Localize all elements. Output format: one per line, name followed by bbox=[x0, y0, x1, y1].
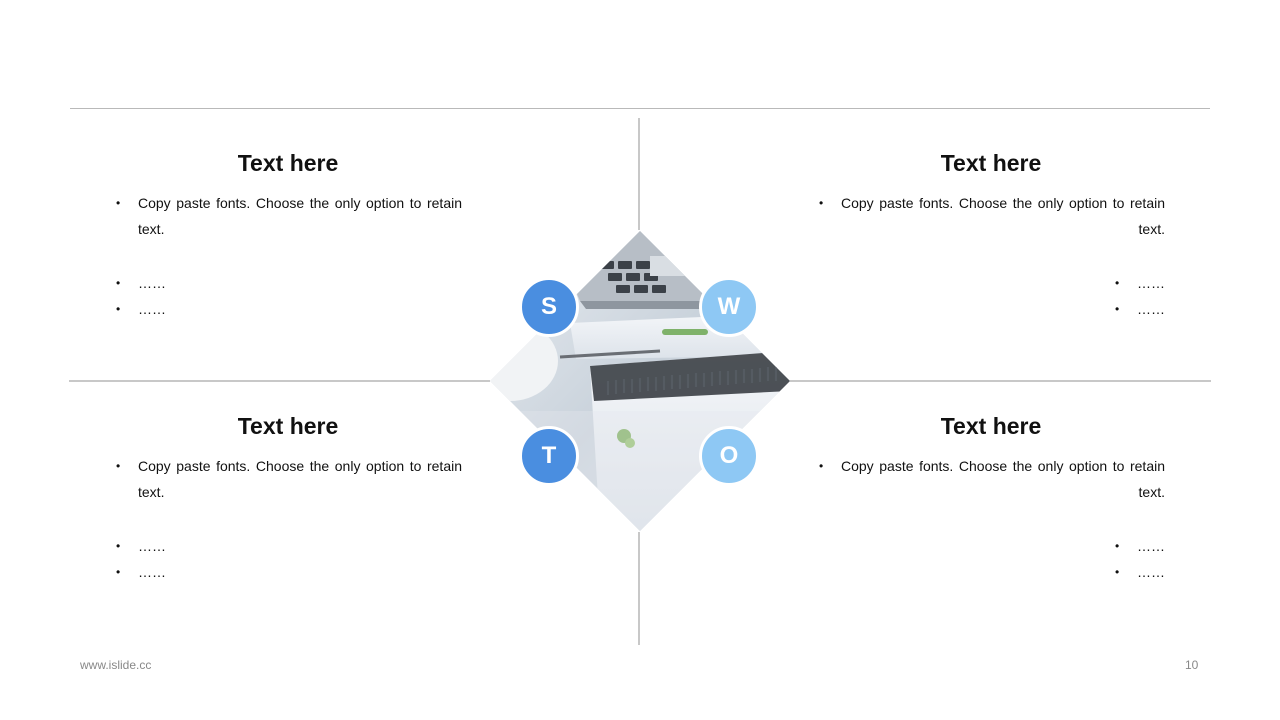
bullet-item: …… bbox=[817, 533, 1165, 559]
bullet-list: Copy paste fonts. Choose the only option… bbox=[114, 190, 462, 322]
quadrant-title: Text here bbox=[237, 150, 339, 176]
bullet-item: Copy paste fonts. Choose the only option… bbox=[114, 190, 462, 242]
center-photo-diamond bbox=[490, 231, 790, 531]
quadrant-opportunities: Text here Copy paste fonts. Choose the o… bbox=[817, 411, 1165, 585]
bullet-item: …… bbox=[817, 270, 1165, 296]
photo-content bbox=[490, 231, 790, 531]
bullet-item: …… bbox=[114, 533, 462, 559]
quadrant-title: Text here bbox=[940, 150, 1042, 176]
quadrant-title: Text here bbox=[940, 413, 1042, 439]
bullet-list: Copy paste fonts. Choose the only option… bbox=[817, 453, 1165, 585]
quadrant-weaknesses: Text here Copy paste fonts. Choose the o… bbox=[817, 148, 1165, 322]
weaknesses-circle: W bbox=[699, 277, 759, 337]
threats-circle: T bbox=[519, 426, 579, 486]
middle-divider-left bbox=[69, 380, 490, 382]
vertical-divider-top bbox=[638, 118, 640, 230]
bullet-item: …… bbox=[817, 296, 1165, 322]
middle-divider-right bbox=[790, 380, 1211, 382]
bullet-item: …… bbox=[114, 559, 462, 585]
quadrant-strengths: Text here Copy paste fonts. Choose the o… bbox=[114, 148, 462, 322]
bullet-list: Copy paste fonts. Choose the only option… bbox=[817, 190, 1165, 322]
bullet-item: Copy paste fonts. Choose the only option… bbox=[817, 190, 1165, 242]
bullet-item: …… bbox=[114, 270, 462, 296]
bullet-list: Copy paste fonts. Choose the only option… bbox=[114, 453, 462, 585]
bullet-item: Copy paste fonts. Choose the only option… bbox=[817, 453, 1165, 505]
bullet-item: …… bbox=[817, 559, 1165, 585]
bullet-item: Copy paste fonts. Choose the only option… bbox=[114, 453, 462, 505]
page-number: 10 bbox=[1185, 658, 1199, 672]
vertical-divider-bottom bbox=[638, 532, 640, 645]
quadrant-threats: Text here Copy paste fonts. Choose the o… bbox=[114, 411, 462, 585]
bullet-item: …… bbox=[114, 296, 462, 322]
top-divider bbox=[70, 108, 1210, 109]
footer-website: www.islide.cc bbox=[80, 658, 152, 672]
strengths-circle: S bbox=[519, 277, 579, 337]
opportunities-circle: O bbox=[699, 426, 759, 486]
quadrant-title: Text here bbox=[237, 413, 339, 439]
